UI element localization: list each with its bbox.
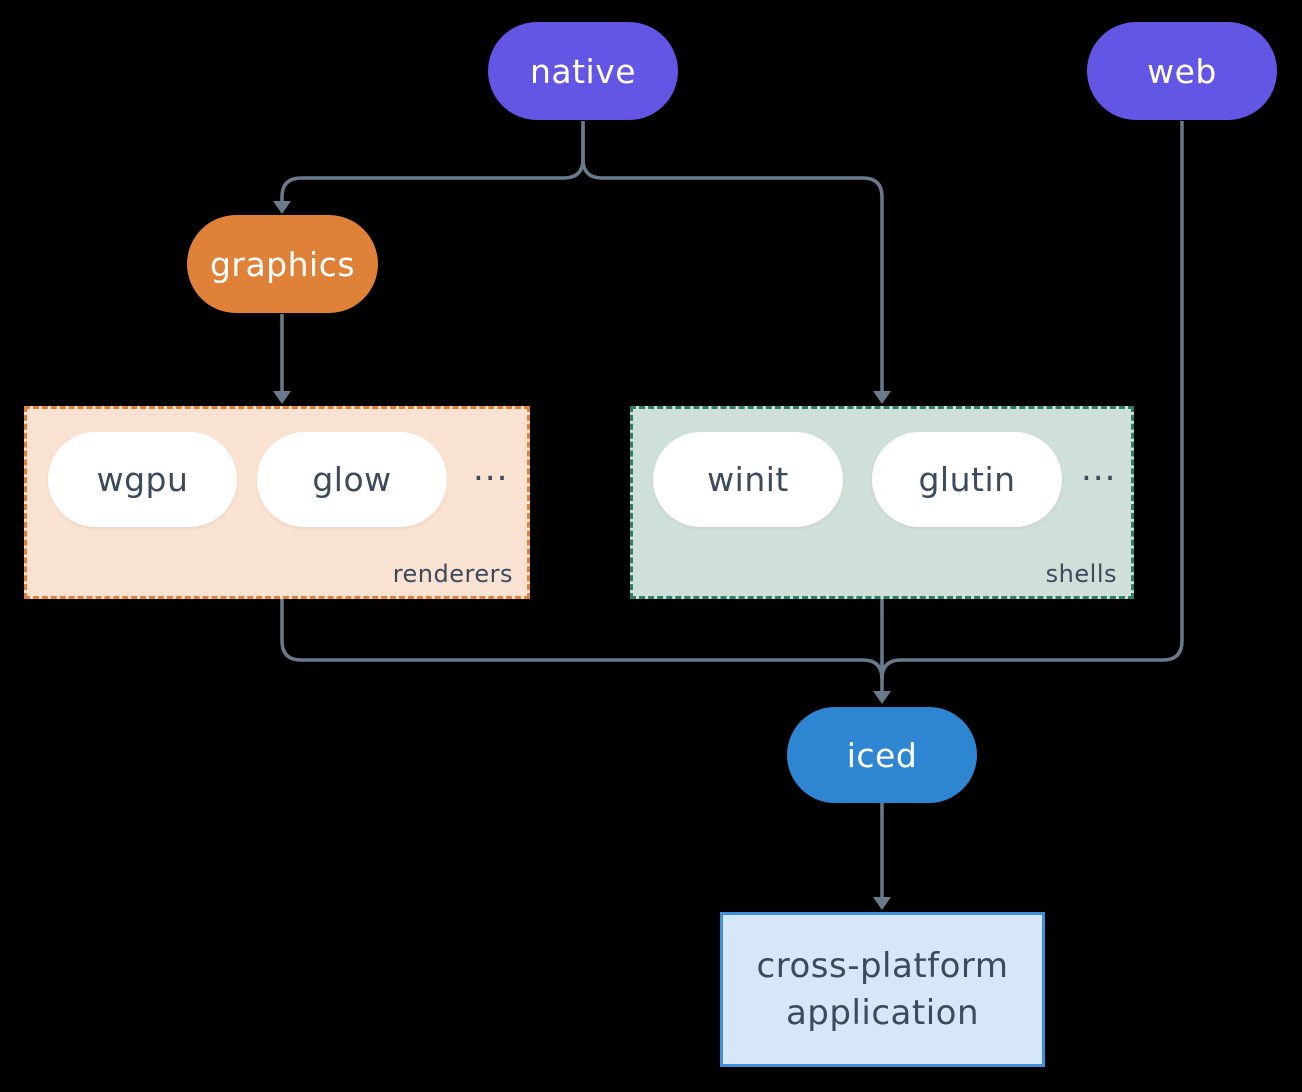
renderers-ellipsis: ... — [473, 449, 509, 489]
pill-glutin: glutin — [872, 432, 1062, 527]
pill-glow-label: glow — [312, 460, 392, 499]
arrowhead-into-shells — [873, 391, 891, 404]
arrowhead-into-renderers — [273, 391, 291, 404]
node-graphics: graphics — [187, 215, 378, 313]
edge-native-to-graphics — [280, 121, 585, 201]
group-shells: winit glutin ... shells — [630, 406, 1134, 599]
node-cross-platform-application: cross-platform application — [720, 912, 1045, 1067]
node-iced: iced — [787, 707, 977, 803]
pill-winit: winit — [653, 432, 843, 527]
arrowhead-into-application — [873, 897, 891, 910]
arrowhead-into-iced — [873, 691, 891, 704]
node-iced-label: iced — [846, 735, 918, 775]
shells-group-label: shells — [1045, 560, 1117, 588]
pill-winit-label: winit — [707, 460, 789, 499]
edge-group — [273, 121, 1184, 910]
edge-web-to-iced — [880, 121, 1184, 680]
renderers-group-label: renderers — [392, 560, 513, 588]
shells-ellipsis: ... — [1081, 449, 1117, 489]
node-web: web — [1087, 22, 1277, 120]
arrowhead-into-graphics — [273, 201, 291, 214]
node-web-label: web — [1147, 51, 1217, 91]
application-label: cross-platform application — [756, 945, 1009, 1033]
node-native: native — [488, 22, 678, 120]
pill-wgpu: wgpu — [48, 432, 237, 527]
edge-renderers-to-iced — [280, 597, 884, 680]
group-renderers: wgpu glow ... renderers — [24, 406, 530, 599]
edge-native-to-shells — [581, 121, 884, 391]
pill-glutin-label: glutin — [918, 460, 1016, 499]
node-native-label: native — [529, 51, 637, 91]
pill-glow: glow — [257, 432, 447, 527]
node-graphics-label: graphics — [209, 244, 356, 284]
pill-wgpu-label: wgpu — [96, 460, 189, 499]
